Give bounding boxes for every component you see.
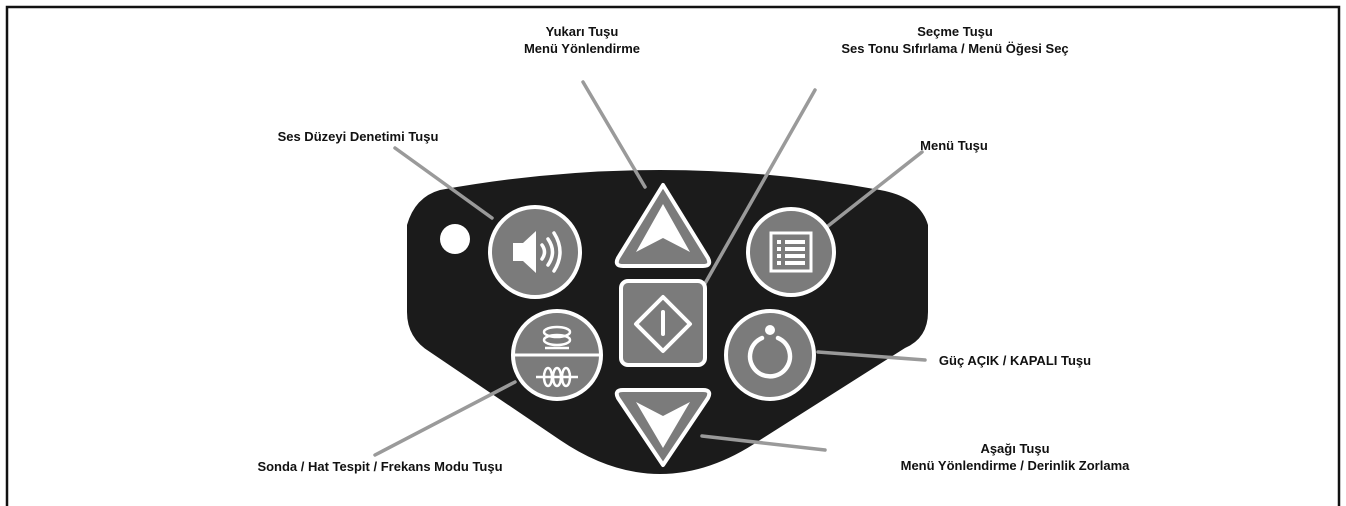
leader-line-down <box>700 434 827 452</box>
down-button[interactable] <box>614 388 712 467</box>
power-icon <box>747 325 793 379</box>
callout-down: Aşağı Tuşu Menü Yönlendirme / Derinlik Z… <box>855 440 1175 474</box>
callout-select-line2: Ses Tonu Sıfırlama / Menü Öğesi Seç <box>841 41 1069 56</box>
list-icon <box>769 231 813 273</box>
callout-select-line1: Seçme Tuşu <box>917 24 993 39</box>
diagram-frame <box>5 5 1341 506</box>
down-arrow-icon <box>636 402 690 448</box>
status-led <box>440 224 470 254</box>
callout-power: Güç AÇIK / KAPALI Tuşu <box>905 352 1125 369</box>
up-arrow-icon <box>636 204 690 252</box>
callout-mode-line1: Sonda / Hat Tespit / Frekans Modu Tuşu <box>257 459 503 474</box>
up-button[interactable] <box>614 183 712 268</box>
power-button[interactable] <box>724 309 816 401</box>
callout-menu-line1: Menü Tuşu <box>920 138 988 153</box>
leader-line-volume <box>393 146 494 220</box>
volume-button[interactable] <box>488 205 582 299</box>
menu-button[interactable] <box>746 207 836 297</box>
sonde-line-mode-icon <box>536 325 578 388</box>
callout-up-line1: Yukarı Tuşu <box>545 24 619 39</box>
callout-menu: Menü Tuşu <box>884 137 1024 154</box>
callout-select: Seçme Tuşu Ses Tonu Sıfırlama / Menü Öğe… <box>795 23 1115 57</box>
callout-down-line2: Menü Yönlendirme / Derinlik Zorlama <box>900 458 1130 473</box>
mode-button[interactable] <box>511 309 603 401</box>
callout-down-line1: Aşağı Tuşu <box>980 441 1050 456</box>
callout-volume: Ses Düzeyi Denetimi Tuşu <box>228 128 488 145</box>
leader-line-select <box>701 88 817 289</box>
callout-power-line1: Güç AÇIK / KAPALI Tuşu <box>938 353 1092 368</box>
diamond-select-icon <box>634 295 692 353</box>
select-button[interactable] <box>619 279 707 367</box>
leader-line-mode <box>373 380 517 457</box>
callout-up: Yukarı Tuşu Menü Yönlendirme <box>497 23 667 57</box>
leader-line-up <box>581 80 647 189</box>
callout-up-line2: Menü Yönlendirme <box>523 41 641 56</box>
leader-line-power <box>816 350 927 362</box>
callout-volume-line1: Ses Düzeyi Denetimi Tuşu <box>277 129 439 144</box>
speaker-icon <box>513 231 562 273</box>
callout-mode: Sonda / Hat Tespit / Frekans Modu Tuşu <box>190 458 570 475</box>
leader-line-menu <box>826 150 924 228</box>
